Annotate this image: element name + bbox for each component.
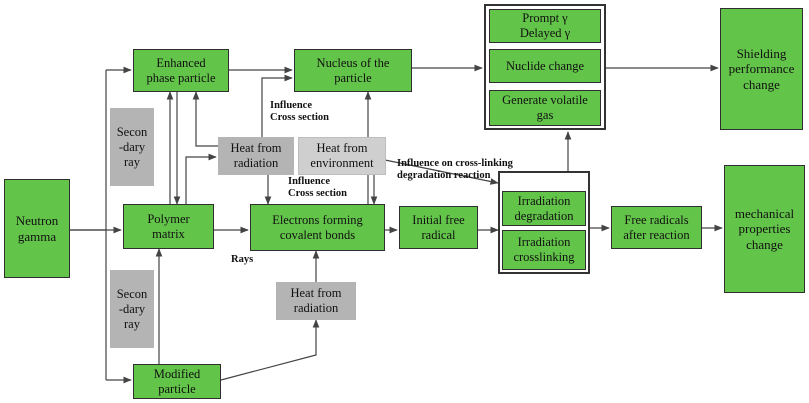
node-irradiation-crosslinking: Irradiation crosslinking [502, 230, 586, 270]
node-electrons-covalent: Electrons forming covalent bonds [250, 204, 385, 251]
line-neutron-trunk [69, 70, 107, 380]
arrow-modified-to-heat-bottom [220, 319, 320, 381]
node-heat-radiation-top: Heat from radiation [218, 137, 294, 175]
arrow-heat-top-to-nucleus [261, 74, 293, 137]
label-rays: Rays [231, 254, 254, 265]
label-influence-crosslinking: Influence on cross-linking degradation r… [397, 158, 513, 182]
label-influence-cross-section-top: Influence Cross section [270, 100, 330, 124]
node-mechanical-properties: mechanical properties change [724, 165, 805, 293]
node-generate-volatile-gas: Generate volatile gas [489, 90, 601, 126]
node-prompt-delayed-gamma: Prompt γ Delayed γ [489, 9, 601, 43]
node-heat-radiation-bottom: Heat from radiation [276, 282, 356, 320]
node-enhanced-phase-particle: Enhanced phase particle [133, 49, 229, 92]
node-heat-environment: Heat from environment [298, 137, 386, 175]
node-modified-particle: Modified particle [133, 364, 221, 399]
node-irradiation-degradation: Irradiation degradation [502, 191, 586, 226]
node-secondary-ray-top: Secon -dary ray [110, 108, 154, 186]
node-free-radicals-after: Free radicals after reaction [611, 206, 702, 249]
arrow-heat-top-to-enhanced [192, 91, 218, 147]
node-nuclide-change: Nuclide change [489, 49, 601, 83]
label-influence-cross-section-mid: Influence Cross section [288, 176, 348, 200]
node-initial-free-radical: Initial free radical [399, 206, 478, 249]
arrow-env-to-irradiation [384, 159, 499, 185]
node-secondary-ray-bottom: Secon -dary ray [110, 270, 154, 348]
node-neutron-gamma: Neutron gamma [4, 179, 70, 278]
node-polymer-matrix: Polymer matrix [123, 204, 214, 249]
node-shielding-performance: Shielding performance change [720, 8, 803, 130]
node-nucleus: Nucleus of the particle [294, 49, 412, 92]
arrow-polymer-to-heat-top [185, 153, 217, 204]
